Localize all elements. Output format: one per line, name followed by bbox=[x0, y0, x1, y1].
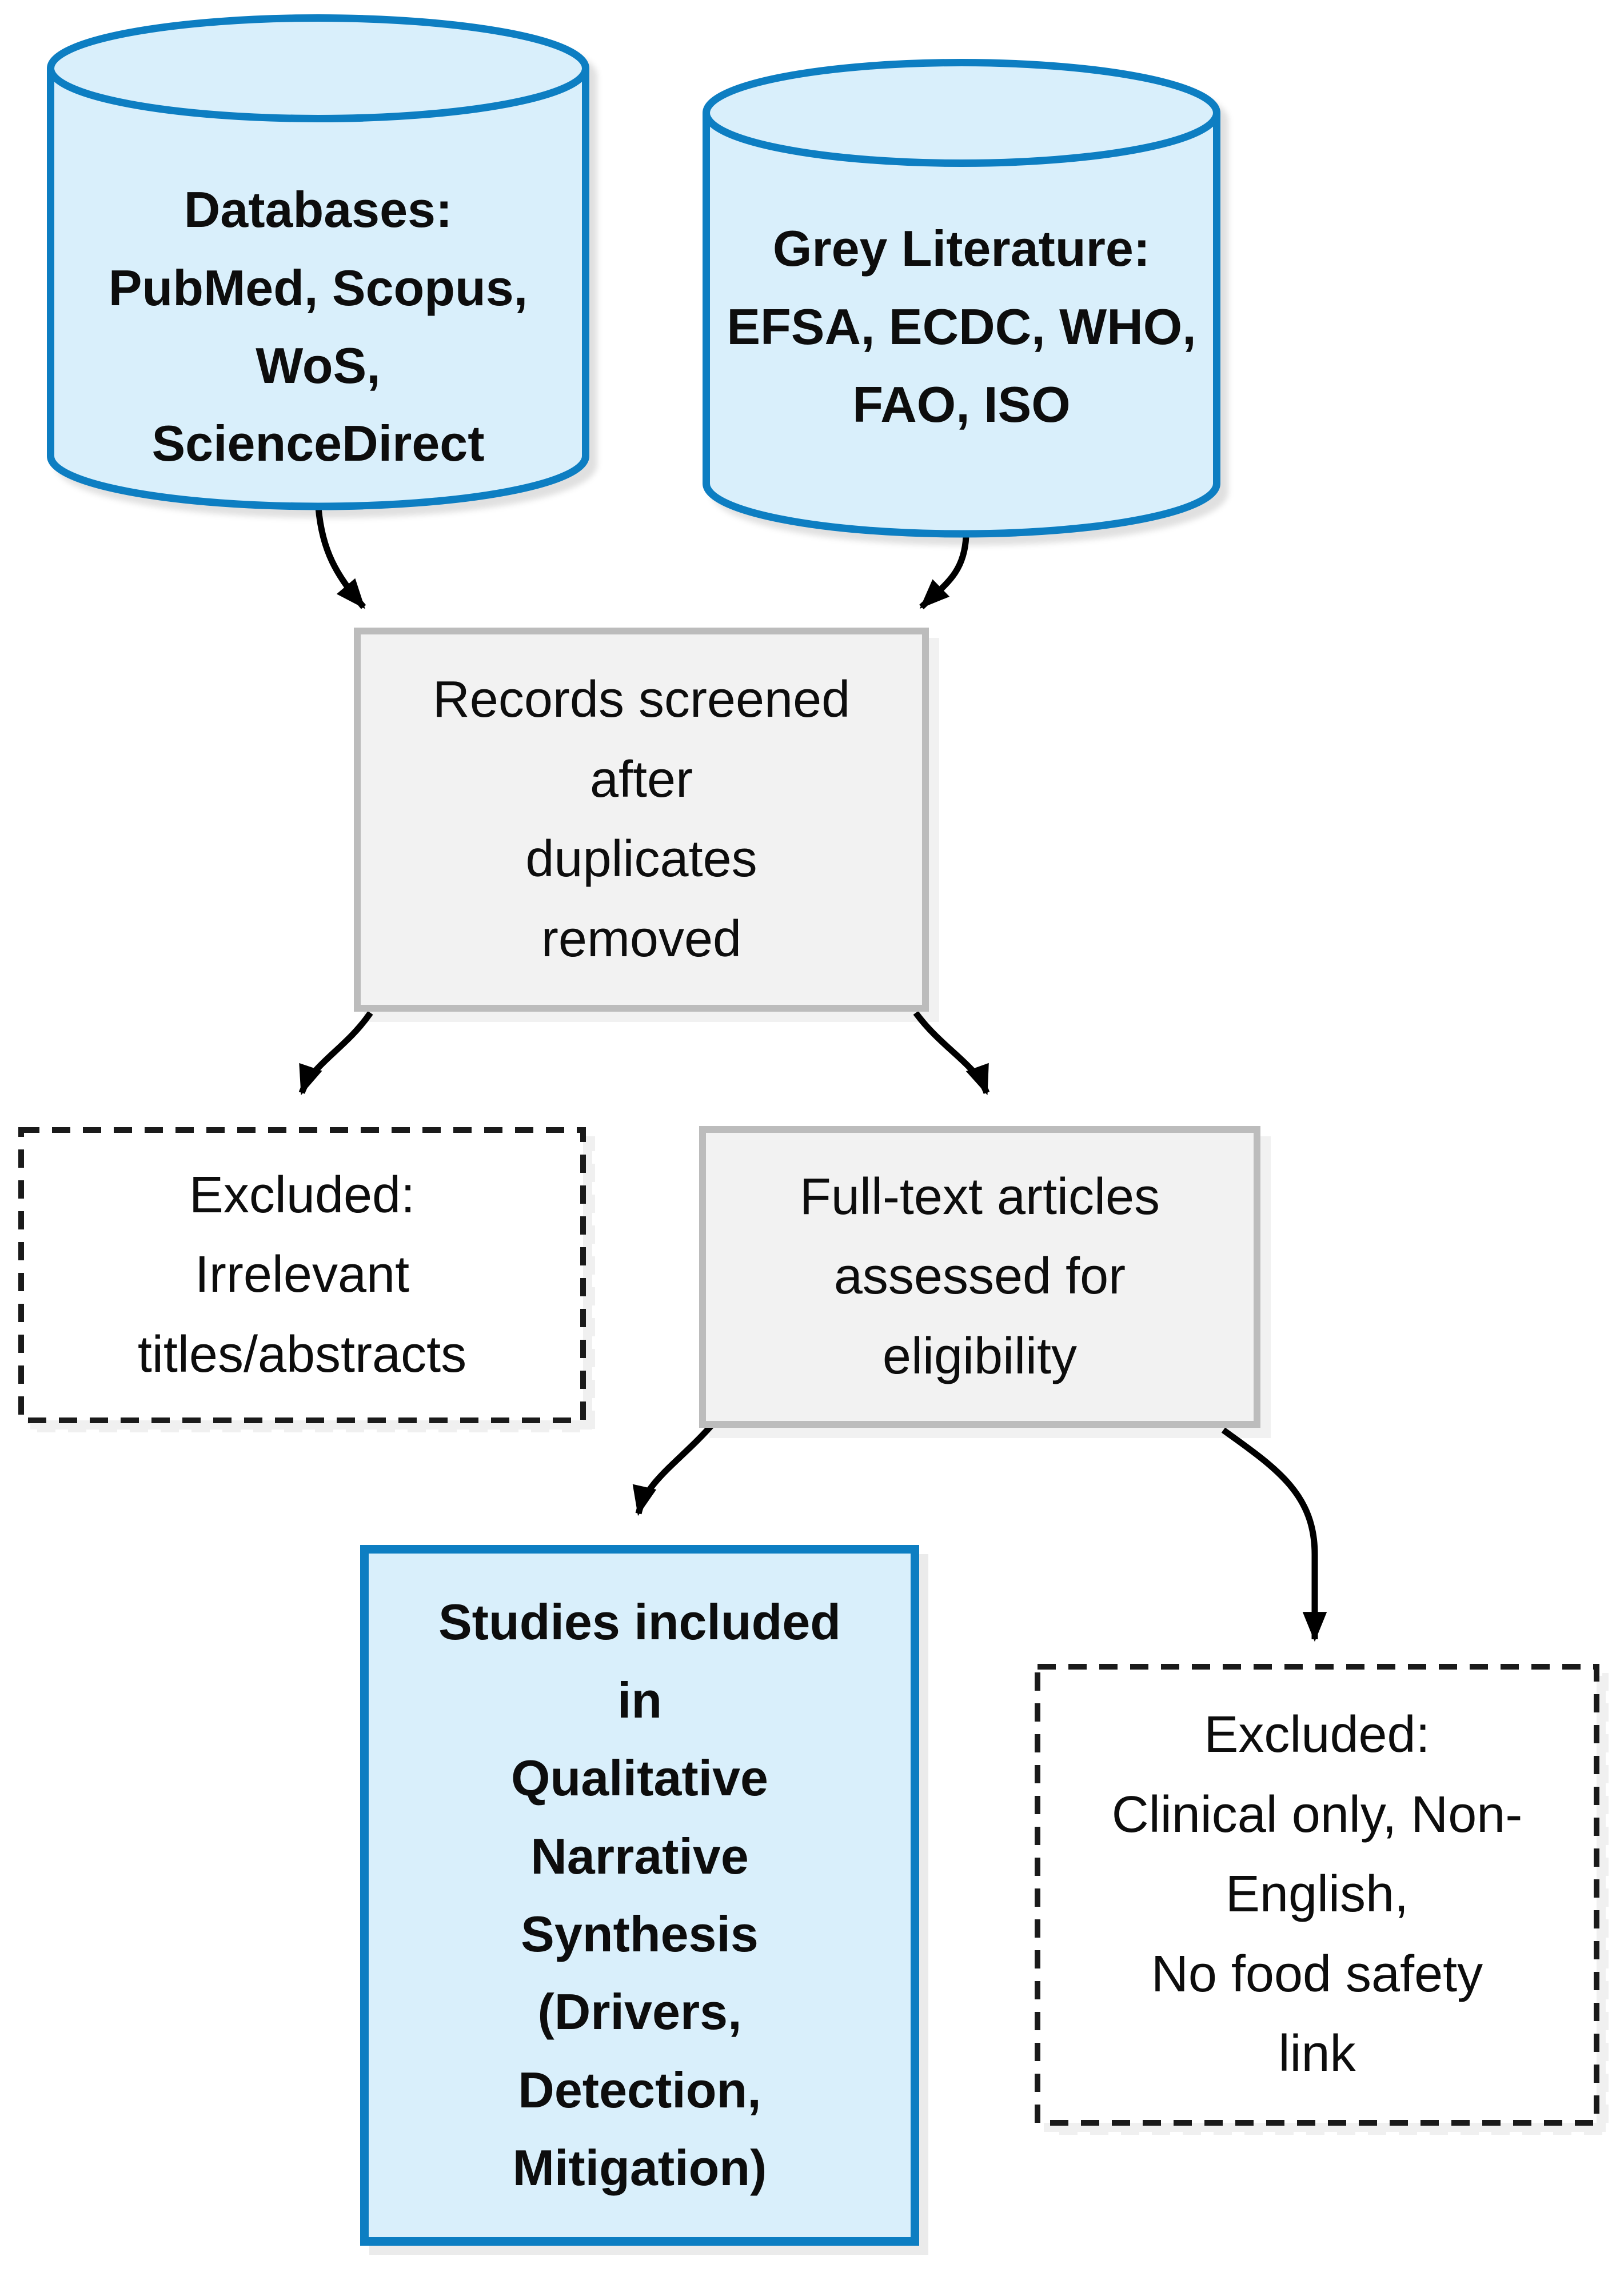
edge-fulltext-to-included-arrow bbox=[632, 1421, 716, 1516]
node-studies-included-label: Studies included in Qualitative Narrativ… bbox=[438, 1594, 841, 2197]
node-full-text-box: Full-text articles assessed for eligibil… bbox=[699, 1126, 1260, 1428]
node-excluded-titles-box: Excluded: Irrelevant titles/abstracts bbox=[18, 1127, 586, 1423]
node-excluded-titles-label: Excluded: Irrelevant titles/abstracts bbox=[137, 1166, 467, 1383]
dashed-border bbox=[1035, 1664, 1599, 2126]
cylinder-shape bbox=[703, 59, 1220, 538]
node-excluded-fulltext-box: Excluded: Clinical only, Non- English, N… bbox=[1035, 1664, 1599, 2126]
dashed-border bbox=[18, 1127, 586, 1423]
edge-databases-to-records-arrow bbox=[314, 498, 366, 609]
node-excluded-fulltext-label: Excluded: Clinical only, Non- English, N… bbox=[1111, 1706, 1523, 2083]
node-databases-cylinder: Databases: PubMed, Scopus, WoS, ScienceD… bbox=[47, 14, 589, 510]
node-grey-literature-label: Grey Literature: EFSA, ECDC, WHO, FAO, I… bbox=[727, 220, 1196, 433]
edge-fulltext-to-excluded-arrow bbox=[1221, 1427, 1327, 1642]
node-databases-label: Databases: PubMed, Scopus, WoS, ScienceD… bbox=[108, 181, 528, 472]
node-full-text-label: Full-text articles assessed for eligibil… bbox=[799, 1168, 1160, 1385]
node-records-screened-label: Records screened after duplicates remove… bbox=[432, 671, 851, 968]
edge-records-to-fulltext-arrow bbox=[913, 1011, 990, 1096]
node-studies-included-box: Studies included in Qualitative Narrativ… bbox=[360, 1545, 919, 2246]
edge-greyliterature-to-records-arrow bbox=[919, 536, 969, 609]
edge-records-to-excluded-arrow bbox=[298, 1011, 373, 1096]
cylinder-shape bbox=[47, 14, 589, 510]
node-records-screened-box: Records screened after duplicates remove… bbox=[354, 628, 929, 1012]
node-grey-literature-cylinder: Grey Literature: EFSA, ECDC, WHO, FAO, I… bbox=[703, 59, 1220, 538]
